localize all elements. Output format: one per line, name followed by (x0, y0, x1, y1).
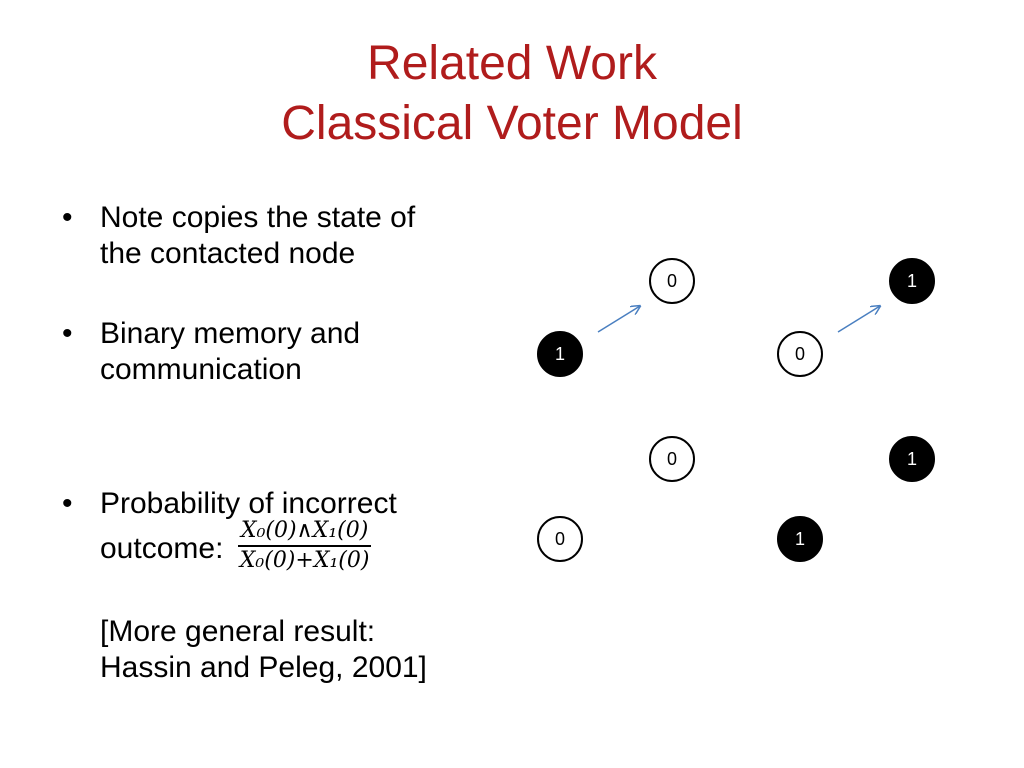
node-state-zero: 0 (537, 516, 583, 562)
bullet-dot: • (62, 201, 73, 234)
bullet-item-copy-state: • Note copies the state of the contacted… (62, 200, 415, 272)
node-circle (649, 258, 695, 304)
node-label: 0 (667, 271, 677, 291)
node-circle (889, 258, 935, 304)
fraction-denominator: X₀(0)+X₁(0) (239, 548, 370, 573)
node-label: 1 (907, 449, 917, 469)
bullet-item-probability: • Probability of incorrect outcome: X₀(0… (62, 486, 540, 578)
citation-note: [More general result: Hassin and Peleg, … (100, 614, 520, 686)
bullet-text-line: the contacted node (100, 237, 356, 270)
bullet-text-line: Probability of incorrect (100, 487, 397, 520)
node-circle (537, 331, 583, 377)
node-state-zero: 0 (649, 258, 695, 304)
node-label: 1 (907, 271, 917, 291)
node-label: 0 (667, 449, 677, 469)
node-label: 1 (555, 344, 565, 364)
node-state-zero: 0 (777, 331, 823, 377)
node-state-zero: 0 (649, 436, 695, 482)
contact-arrow (837, 306, 880, 333)
node-label: 1 (795, 529, 805, 549)
outcome-label: outcome: (100, 531, 224, 565)
contact-arrow (597, 306, 640, 333)
bullet-item-binary-memory: • Binary memory and communication (62, 316, 360, 388)
node-label: 0 (555, 529, 565, 549)
bullet-text-line: outcome: X₀(0)∧X₁(0) X₀(0)+X₁(0) (100, 518, 540, 578)
fraction-numerator: X₀(0)∧X₁(0) (237, 518, 372, 547)
citation-line: [More general result: (100, 615, 376, 648)
node-circle (777, 331, 823, 377)
slide-title: Related Work Classical Voter Model (0, 34, 1024, 154)
node-circle (649, 436, 695, 482)
title-line-2: Classical Voter Model (281, 97, 743, 150)
node-circle (889, 436, 935, 482)
bullet-dot: • (62, 317, 73, 350)
node-state-one: 1 (889, 258, 935, 304)
bullet-text-line: Note copies the state of (100, 201, 416, 234)
node-state-one: 1 (777, 516, 823, 562)
bullet-dot: • (62, 487, 73, 520)
probability-fraction: X₀(0)∧X₁(0) X₀(0)+X₁(0) (237, 518, 372, 574)
node-state-one: 1 (889, 436, 935, 482)
bullet-text-line: Binary memory and (100, 317, 361, 350)
node-circle (777, 516, 823, 562)
node-circle (537, 516, 583, 562)
title-line-1: Related Work (367, 37, 657, 90)
citation-line: Hassin and Peleg, 2001] (100, 651, 427, 684)
node-state-one: 1 (537, 331, 583, 377)
bullet-text-line: communication (100, 353, 302, 386)
nodes-layer: 0 1 1 0 0 1 0 1 (537, 258, 935, 562)
node-label: 0 (795, 344, 805, 364)
